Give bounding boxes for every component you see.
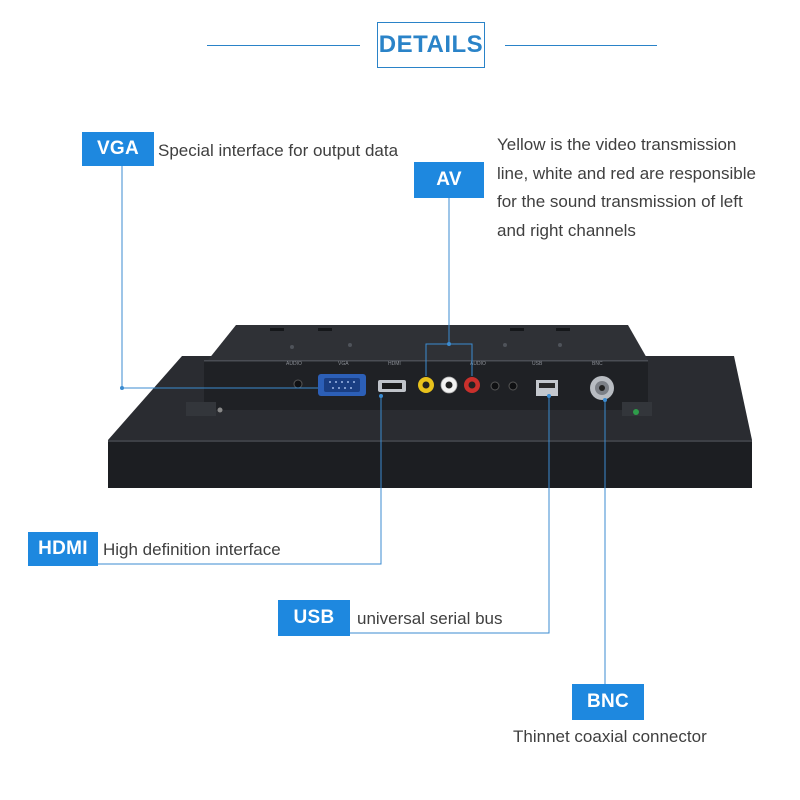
- bnc-port: [590, 376, 614, 400]
- bnc-description: Thinnet coaxial connector: [513, 727, 707, 746]
- hdmi-tag: HDMI: [28, 532, 98, 566]
- av-tag: AV: [414, 162, 484, 198]
- av-description-line: Yellow is the video transmission: [497, 135, 737, 154]
- svg-text:USB: USB: [532, 361, 543, 367]
- av-ports: [418, 376, 480, 394]
- hdmi-description: High definition interface: [103, 540, 281, 559]
- bnc-tag: BNC: [572, 684, 644, 720]
- svg-text:AUDIO: AUDIO: [286, 361, 302, 367]
- hdmi-port: [378, 380, 406, 392]
- usb-description: universal serial bus: [357, 609, 503, 628]
- av-description-line: and right channels: [497, 220, 636, 240]
- av-description: Yellow is the video transmission line, w…: [497, 131, 797, 245]
- av-description-line: for the sound transmission of left: [497, 192, 743, 211]
- svg-text:BNC: BNC: [592, 361, 603, 367]
- svg-text:HDMI: HDMI: [388, 361, 401, 367]
- av-description-line: line, white and red are responsible: [497, 163, 756, 183]
- usb-port: [536, 380, 558, 396]
- svg-text:VGA: VGA: [338, 361, 349, 367]
- header-line-right: [505, 45, 657, 46]
- monitor-front-edge: [108, 440, 752, 488]
- back-housing-top: [208, 325, 648, 360]
- vga-tag: VGA: [82, 132, 154, 166]
- svg-text:AUDIO: AUDIO: [470, 361, 486, 367]
- vga-description: Special interface for output data: [158, 141, 399, 160]
- header-line-left: [207, 45, 360, 46]
- vga-port: [318, 374, 366, 396]
- details-title: DETAILS: [377, 22, 485, 68]
- usb-tag: USB: [278, 600, 350, 636]
